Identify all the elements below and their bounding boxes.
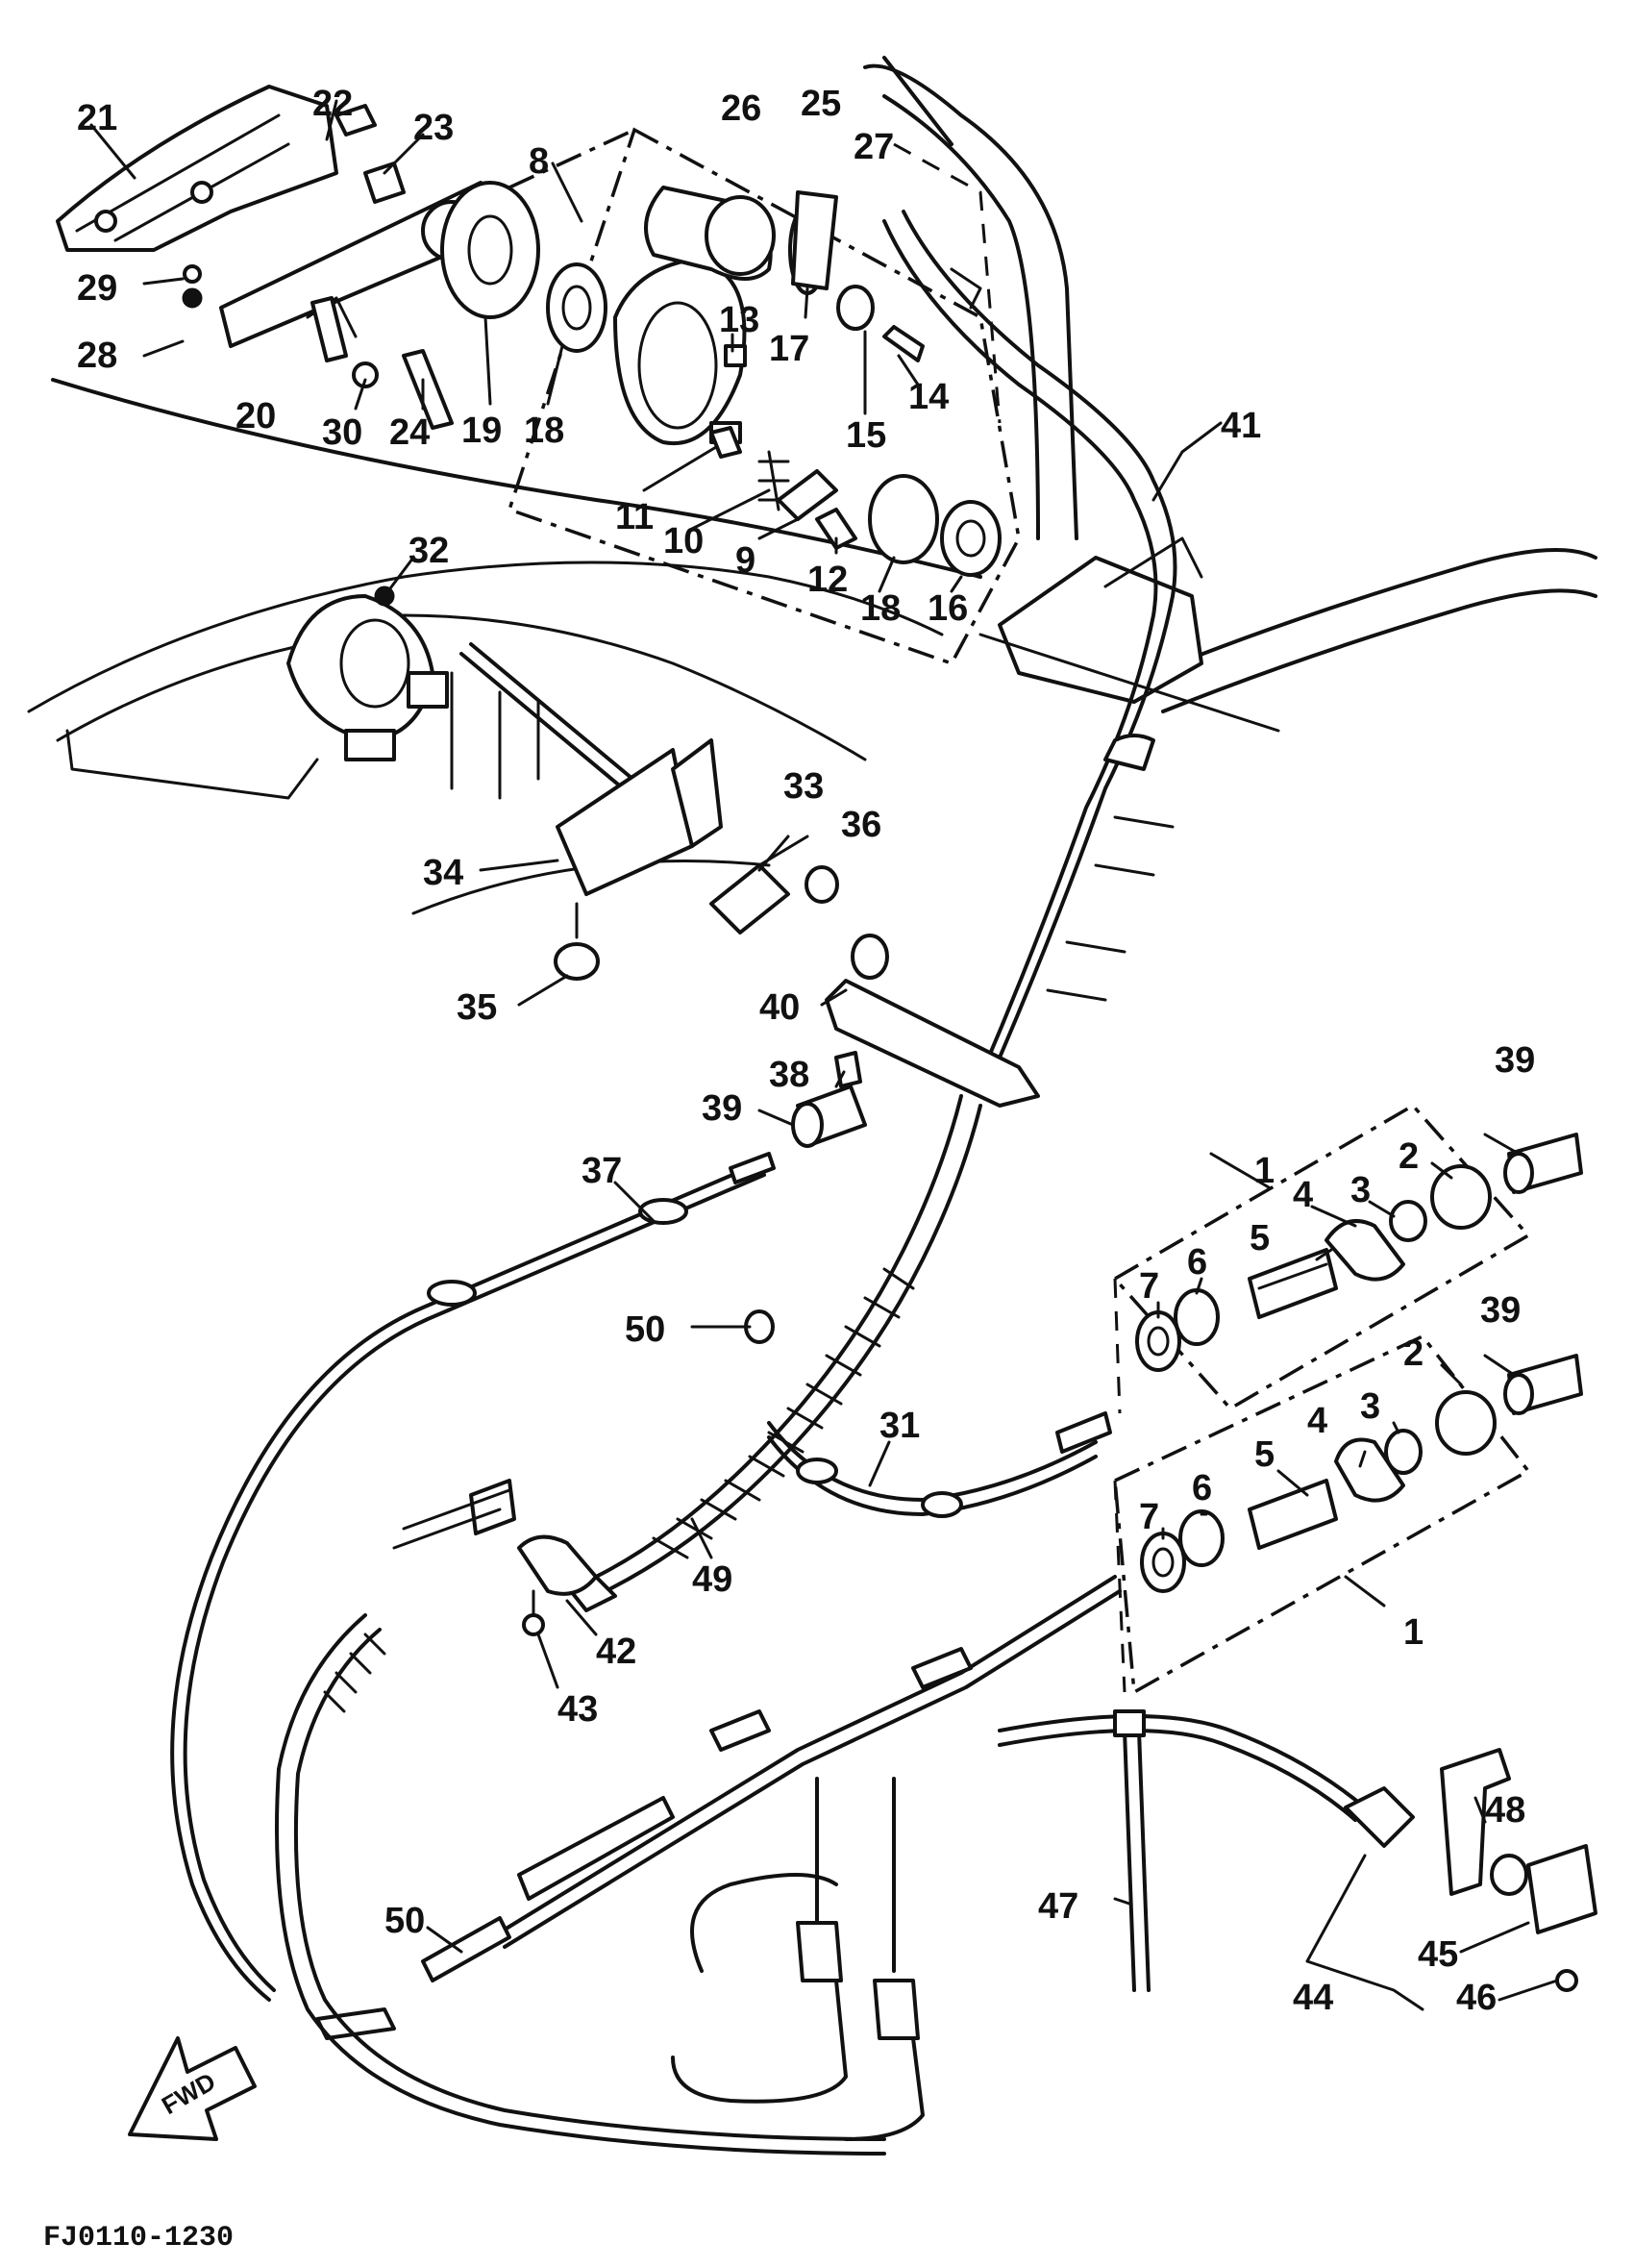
callout-14: 14 <box>908 377 949 417</box>
callout-26: 26 <box>721 88 761 129</box>
callout-41: 41 <box>1221 406 1261 446</box>
cable-49 <box>565 1094 1112 1612</box>
callout-2-a: 2 <box>1399 1136 1419 1177</box>
callout-48: 48 <box>1485 1790 1525 1831</box>
callout-43: 43 <box>557 1689 598 1730</box>
bracket-48 <box>1440 1748 1597 1992</box>
callout-1-a: 1 <box>1254 1151 1275 1191</box>
callout-4-b: 4 <box>1307 1401 1327 1441</box>
callout-30: 30 <box>322 412 362 453</box>
rod-47 <box>1113 1709 1151 1992</box>
callout-40: 40 <box>759 987 800 1028</box>
callout-27: 27 <box>854 127 894 167</box>
part-21-bracket <box>56 85 338 252</box>
leader-lines <box>89 99 1559 2002</box>
callout-31: 31 <box>879 1406 920 1446</box>
part-18-bushing <box>546 262 607 353</box>
callout-29: 29 <box>77 268 117 309</box>
callout-5-b: 5 <box>1254 1434 1275 1475</box>
cable-37 <box>170 1152 776 2002</box>
callout-7-b: 7 <box>1139 1497 1159 1537</box>
callout-39-a: 39 <box>702 1088 742 1129</box>
callout-3-b: 3 <box>1360 1386 1380 1427</box>
part-19-disc <box>440 181 540 319</box>
cable-44 <box>998 1714 1424 2011</box>
callout-35: 35 <box>457 987 497 1028</box>
callout-33: 33 <box>783 766 824 807</box>
callout-10: 10 <box>663 521 704 561</box>
bracket-34 <box>554 738 839 981</box>
callout-37: 37 <box>582 1151 622 1191</box>
callout-38: 38 <box>769 1055 809 1095</box>
callout-13: 13 <box>719 300 759 340</box>
callout-4-a: 4 <box>1293 1175 1313 1215</box>
bracket-40 <box>825 934 1040 1108</box>
callout-28: 28 <box>77 336 117 376</box>
callout-17: 17 <box>769 329 809 369</box>
callout-34: 34 <box>423 853 463 893</box>
callout-9: 9 <box>735 540 755 581</box>
callout-47: 47 <box>1038 1886 1078 1927</box>
assembly-box-1-upper <box>1112 1103 1583 1414</box>
callout-22: 22 <box>312 84 353 124</box>
callout-1-b: 1 <box>1403 1612 1424 1653</box>
handlebar <box>863 56 1597 733</box>
fitting-39-left <box>791 1084 867 1148</box>
callout-7-a: 7 <box>1139 1266 1159 1307</box>
callout-20: 20 <box>235 396 276 436</box>
callout-6-a: 6 <box>1187 1242 1207 1283</box>
fwd-direction-arrow: FWD <box>128 2036 257 2141</box>
cable-lower <box>275 1575 1122 2156</box>
callout-36: 36 <box>841 805 881 845</box>
callout-39-b: 39 <box>1495 1040 1535 1081</box>
callout-23: 23 <box>413 108 454 148</box>
callout-3-a: 3 <box>1350 1170 1371 1210</box>
callout-labels: 21 22 23 26 25 27 8 29 28 20 30 24 19 18… <box>77 84 1535 2018</box>
reference-code: FJ0110-1230 <box>43 2222 234 2255</box>
callout-18-a: 18 <box>524 411 564 451</box>
cable-41 <box>882 210 1177 1079</box>
cable-tails <box>671 1777 925 2141</box>
callout-18-b: 18 <box>860 588 901 629</box>
callout-15: 15 <box>846 415 886 456</box>
callout-19: 19 <box>461 411 502 451</box>
callout-11: 11 <box>615 497 654 537</box>
callout-12: 12 <box>807 560 848 600</box>
callout-50-b: 50 <box>384 1901 425 1941</box>
callout-16: 16 <box>928 588 968 629</box>
callout-32: 32 <box>408 531 449 571</box>
callout-2-b: 2 <box>1403 1333 1424 1374</box>
callout-25: 25 <box>801 84 841 124</box>
callout-5-a: 5 <box>1250 1218 1270 1259</box>
callout-39-c: 39 <box>1480 1290 1521 1331</box>
fasteners <box>182 104 1002 577</box>
callout-49: 49 <box>692 1559 732 1600</box>
switch-cylinder <box>644 186 875 331</box>
callout-8: 8 <box>529 141 549 182</box>
callout-46: 46 <box>1456 1978 1497 2018</box>
callout-42: 42 <box>596 1632 636 1672</box>
callout-24: 24 <box>389 412 430 453</box>
callout-21: 21 <box>77 98 117 138</box>
clamp-42 <box>392 1479 598 1636</box>
callout-50-a: 50 <box>625 1309 665 1350</box>
callout-6-b: 6 <box>1192 1468 1212 1508</box>
callout-45: 45 <box>1418 1934 1458 1975</box>
hull-outline <box>27 378 982 915</box>
callout-44: 44 <box>1293 1978 1333 2018</box>
assembly-box-1-lower <box>1113 1333 1583 1695</box>
throttle-housing <box>286 586 704 848</box>
